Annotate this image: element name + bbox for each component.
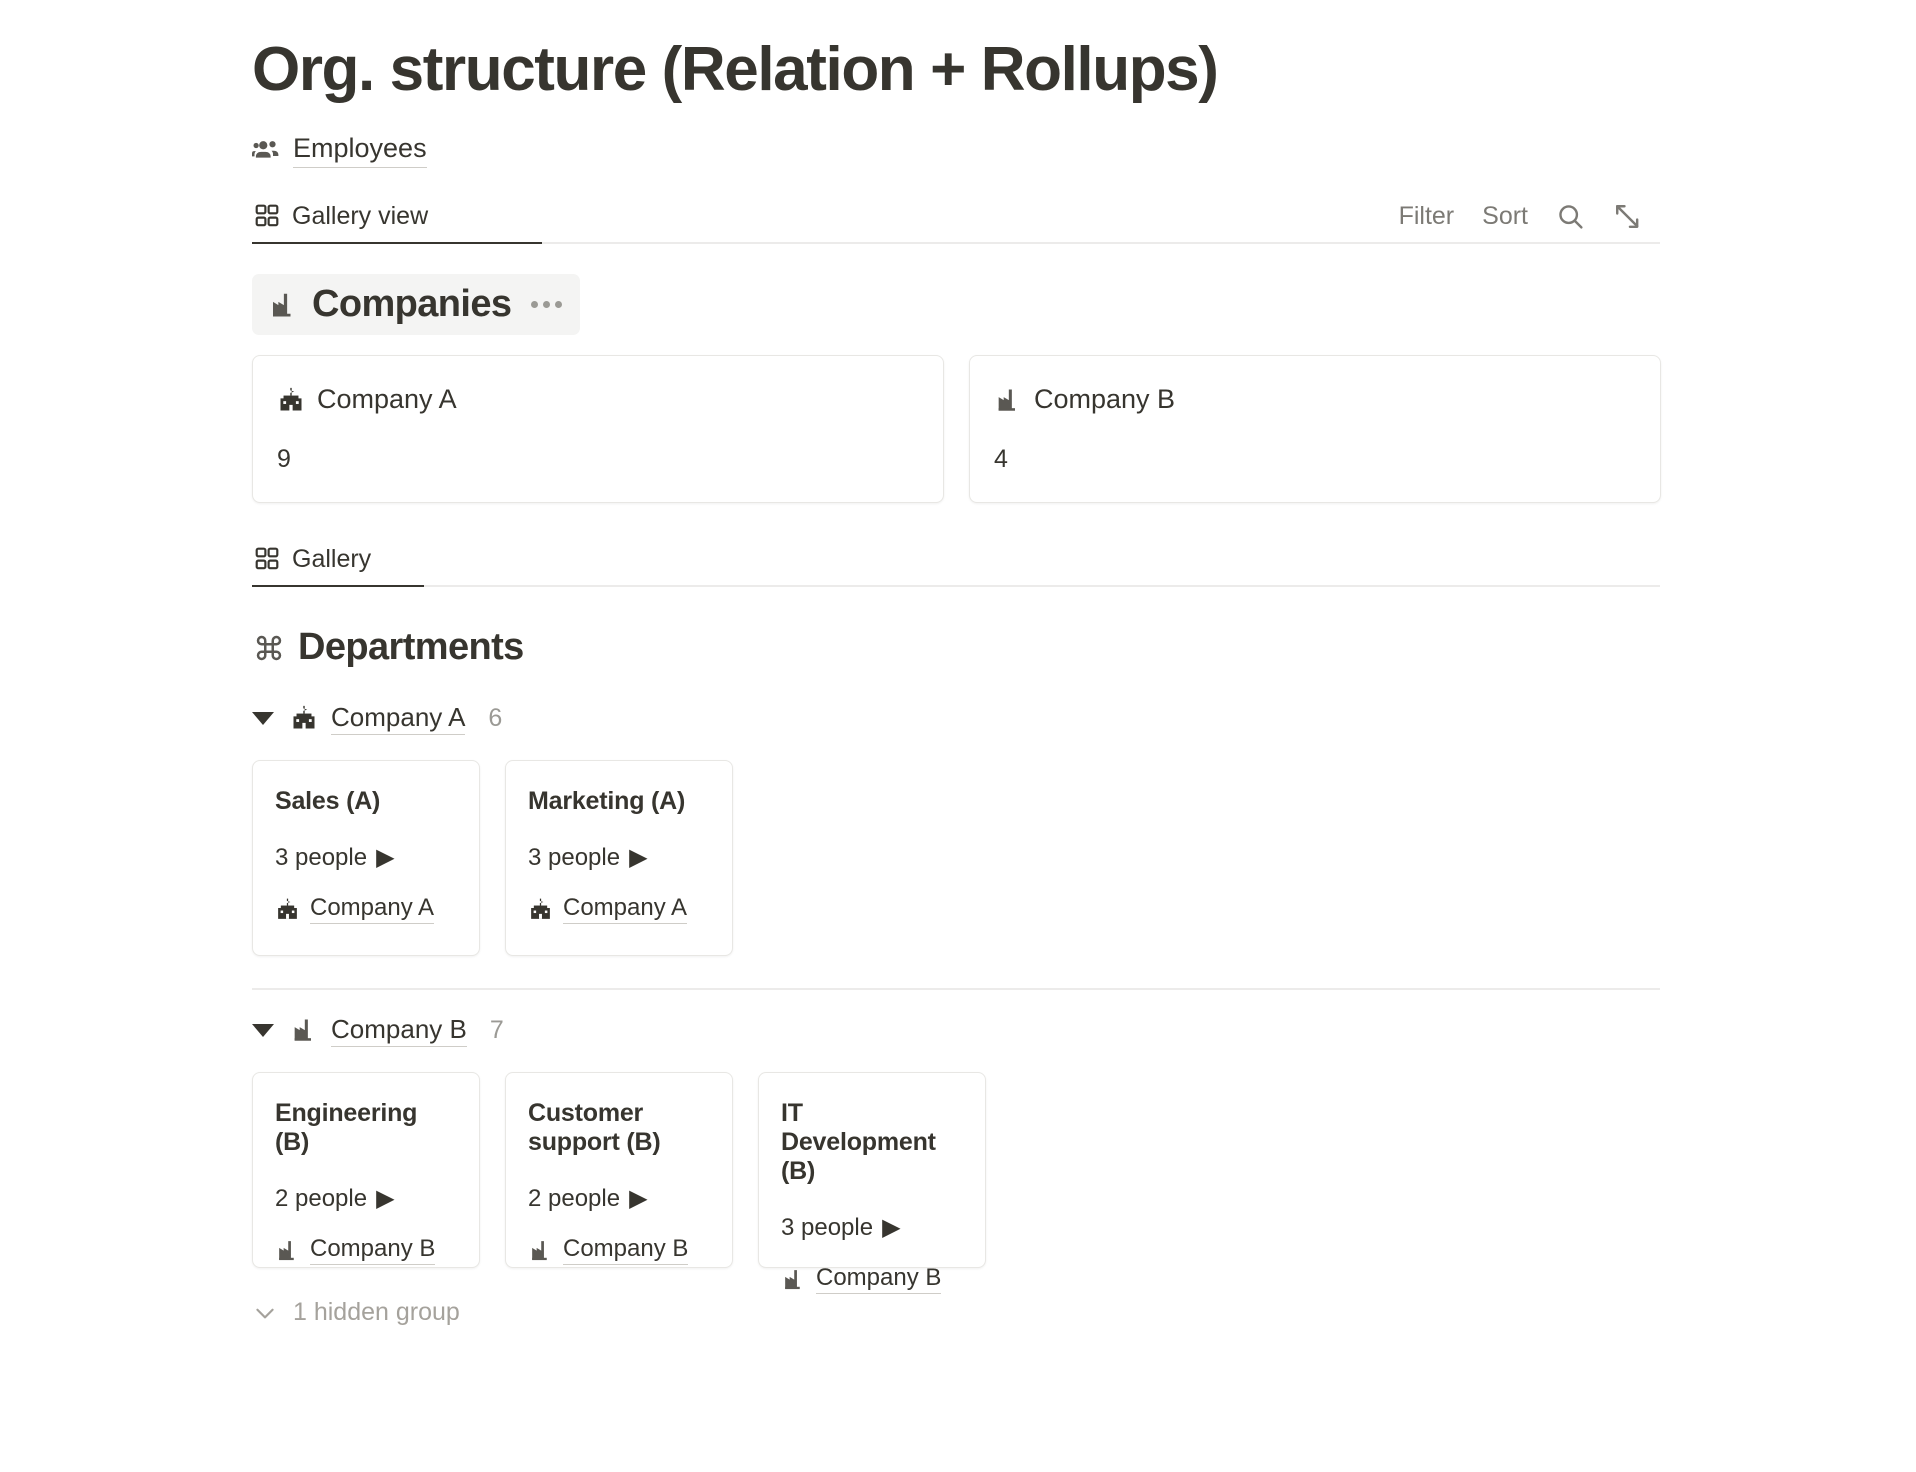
search-icon[interactable]	[1556, 202, 1585, 231]
companies-section-title: Companies	[312, 283, 512, 326]
company-card-title-row: Company A	[277, 384, 919, 415]
view-toolbar: Gallery view Filter Sort	[252, 188, 1660, 245]
department-card[interactable]: Customer support (B) 2 people ▶ Company …	[505, 1072, 733, 1269]
play-triangle-icon[interactable]: ▶	[882, 1214, 901, 1242]
hidden-group-toggle[interactable]: 1 hidden group	[252, 1298, 1916, 1327]
toolbar-actions: Filter Sort	[1399, 202, 1660, 231]
group-card-row: Sales (A) 3 people ▶	[252, 760, 1916, 957]
collapse-caret-icon[interactable]	[252, 1023, 274, 1037]
page-title: Org. structure (Relation + Rollups)	[252, 35, 1219, 104]
group-header[interactable]: Company B 7	[252, 1008, 1916, 1052]
department-card[interactable]: IT Development (B) 3 people ▶ Company B	[758, 1072, 986, 1295]
company-card[interactable]: Company B 4	[969, 355, 1661, 504]
hidden-group-label: 1 hidden group	[293, 1298, 460, 1327]
source-database-label: Employees	[293, 132, 427, 169]
gallery-grid-icon	[254, 203, 280, 229]
relation-label: Company A	[310, 894, 435, 925]
school-building-icon	[528, 897, 553, 922]
department-card-title: Customer support (B)	[528, 1099, 661, 1157]
play-triangle-icon[interactable]: ▶	[376, 844, 395, 872]
gallery-view-toolbar: Gallery	[252, 531, 1660, 588]
factory-building-icon	[275, 1238, 300, 1263]
active-tab-underline	[252, 241, 1660, 245]
more-options-icon[interactable]	[525, 301, 563, 309]
group-card-row: Engineering (B) 2 people ▶ Company B	[252, 1072, 1916, 1295]
relation-label: Company B	[816, 1264, 942, 1295]
department-card-title: IT Development (B)	[781, 1099, 936, 1186]
department-card-title: Engineering (B)	[275, 1099, 418, 1157]
group-count: 6	[488, 703, 503, 732]
factory-building-icon	[268, 290, 298, 320]
school-building-icon	[275, 897, 300, 922]
tab-gallery-view-label: Gallery view	[292, 201, 429, 230]
company-card-title: Company A	[317, 384, 457, 415]
group-company-b: Company B 7 Engineering (B) 2 people ▶	[252, 1008, 1916, 1295]
department-card-people-count: 2 people	[528, 1184, 621, 1212]
department-card[interactable]: Engineering (B) 2 people ▶ Company B	[252, 1072, 480, 1269]
command-icon	[254, 633, 284, 663]
play-triangle-icon[interactable]: ▶	[376, 1185, 395, 1213]
department-card-people[interactable]: 3 people ▶	[781, 1213, 963, 1242]
department-card-people-count: 3 people	[781, 1213, 874, 1241]
departments-section-title: Departments	[298, 626, 524, 669]
company-card[interactable]: Company A 9	[252, 355, 944, 504]
active-tab-underline	[252, 584, 1660, 588]
group-count: 7	[489, 1015, 504, 1044]
department-card-people-count: 2 people	[275, 1184, 368, 1212]
department-card-relation[interactable]: Company A	[528, 894, 710, 925]
chevron-down-icon	[252, 1300, 278, 1326]
companies-card-row: Company A 9 Company B 4	[252, 355, 1916, 504]
filter-button[interactable]: Filter	[1398, 201, 1455, 230]
department-card-people[interactable]: 3 people ▶	[528, 843, 710, 872]
school-building-icon	[277, 386, 305, 414]
department-card-relation[interactable]: Company B	[781, 1264, 963, 1295]
companies-section-header[interactable]: Companies	[252, 274, 581, 336]
play-triangle-icon[interactable]: ▶	[629, 844, 648, 872]
gallery-grid-icon	[254, 546, 280, 572]
sort-button[interactable]: Sort	[1482, 201, 1528, 230]
tab-gallery-view[interactable]: Gallery view	[252, 191, 442, 241]
department-card-people-count: 3 people	[528, 843, 621, 871]
people-group-icon	[252, 135, 282, 165]
factory-building-icon	[781, 1267, 806, 1292]
department-card-title: Sales (A)	[275, 787, 381, 816]
company-card-title: Company B	[1034, 384, 1176, 415]
group-company-a: Company A 6 Sales (A) 3 people ▶	[252, 696, 1916, 991]
department-card-people[interactable]: 2 people ▶	[275, 1184, 457, 1213]
tab-gallery[interactable]: Gallery	[252, 534, 385, 584]
group-name: Company B	[331, 1014, 467, 1047]
group-divider	[252, 988, 1660, 991]
relation-label: Company B	[563, 1235, 689, 1266]
play-triangle-icon[interactable]: ▶	[629, 1185, 648, 1213]
factory-building-icon	[290, 1016, 318, 1044]
department-card[interactable]: Sales (A) 3 people ▶	[252, 760, 480, 957]
tab-gallery-label: Gallery	[292, 544, 372, 573]
department-card-relation[interactable]: Company A	[275, 894, 457, 925]
company-card-title-row: Company B	[994, 384, 1636, 415]
department-card-title: Marketing (A)	[528, 787, 686, 816]
factory-building-icon	[528, 1238, 553, 1263]
expand-diagonal-icon[interactable]	[1613, 202, 1642, 231]
school-building-icon	[290, 704, 318, 732]
relation-label: Company A	[563, 894, 688, 925]
department-card-relation[interactable]: Company B	[275, 1235, 457, 1266]
factory-building-icon	[994, 386, 1022, 414]
department-card-people[interactable]: 2 people ▶	[528, 1184, 710, 1213]
departments-section-header[interactable]: Departments	[252, 617, 542, 678]
department-card-people[interactable]: 3 people ▶	[275, 843, 457, 872]
group-name: Company A	[331, 702, 466, 735]
department-card[interactable]: Marketing (A) 3 people ▶	[505, 760, 733, 957]
department-card-people-count: 3 people	[275, 843, 368, 871]
department-card-relation[interactable]: Company B	[528, 1235, 710, 1266]
source-database-link[interactable]: Employees	[252, 132, 1916, 169]
group-header[interactable]: Company A 6	[252, 696, 1916, 740]
view-tabs: Gallery view	[252, 191, 442, 241]
collapse-caret-icon[interactable]	[252, 711, 274, 725]
company-card-value: 4	[994, 445, 1008, 474]
company-card-value: 9	[277, 445, 291, 474]
relation-label: Company B	[310, 1235, 436, 1266]
